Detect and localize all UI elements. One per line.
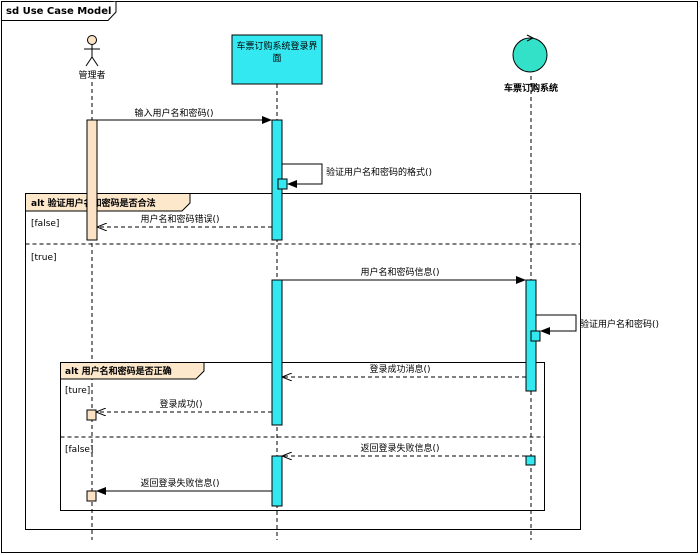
activation-system-small xyxy=(525,455,536,466)
activation-ui-self xyxy=(277,178,288,190)
actor-icon xyxy=(84,35,100,67)
lifeline-system: 车票订购系统 xyxy=(504,34,558,94)
activation-system-self xyxy=(530,330,541,342)
lifeline-system-name: 车票订购系统 xyxy=(504,82,558,94)
frame-title: sd Use Case Model xyxy=(6,6,111,17)
fragment-inner-guard-false: [false] xyxy=(65,445,93,455)
control-icon xyxy=(512,34,548,73)
message-9-label: 返回登录失败信息() xyxy=(140,477,219,489)
activation-ui-2 xyxy=(271,279,283,426)
fragment-inner: alt 用户名和密码是否正确 [ture] [false] xyxy=(60,362,545,511)
lifeline-ui-name-line2: 面 xyxy=(272,53,281,64)
fragment-outer: alt 验证用户名和密码是否合法 [false] [true] xyxy=(25,193,581,530)
message-2-arrow xyxy=(282,163,323,188)
message-7-label: 登录成功() xyxy=(159,398,202,410)
message-3-label: 用户名和密码错误() xyxy=(140,213,219,225)
fragment-outer-guard-true: [true] xyxy=(31,253,57,263)
fragment-inner-guard-ture: [ture] xyxy=(65,386,90,396)
message-2-label: 验证用户名和密码的格式() xyxy=(326,166,432,178)
lifeline-admin: 管理者 xyxy=(78,35,106,81)
message-5-arrow xyxy=(536,314,577,335)
activation-admin-small-2 xyxy=(86,490,97,502)
activation-admin xyxy=(86,119,98,241)
fragment-outer-guard-false: [false] xyxy=(31,219,59,229)
lifeline-lines xyxy=(91,76,532,540)
activation-ui-3 xyxy=(271,455,283,507)
messages: 输入用户名和密码() 验证用户名和密码的格式() 用户名和密码错误() 用户名和… xyxy=(96,107,659,495)
activation-admin-small-1 xyxy=(86,409,97,421)
message-4-label: 用户名和密码信息() xyxy=(360,266,439,278)
activations xyxy=(86,119,541,507)
message-6-label: 登录成功消息() xyxy=(369,363,430,375)
message-1-label: 输入用户名和密码() xyxy=(134,107,213,119)
lifeline-admin-name: 管理者 xyxy=(78,69,105,81)
lifeline-ui: 车票订购系统登录界 面 xyxy=(231,34,323,85)
message-8-label: 返回登录失败信息() xyxy=(360,442,439,454)
fragment-inner-title: alt 用户名和密码是否正确 xyxy=(65,365,172,377)
lifeline-ui-name-line1: 车票订购系统登录界 xyxy=(236,40,317,52)
lifeline-ui-box xyxy=(231,34,323,85)
message-5-label: 验证用户名和密码() xyxy=(580,318,659,330)
